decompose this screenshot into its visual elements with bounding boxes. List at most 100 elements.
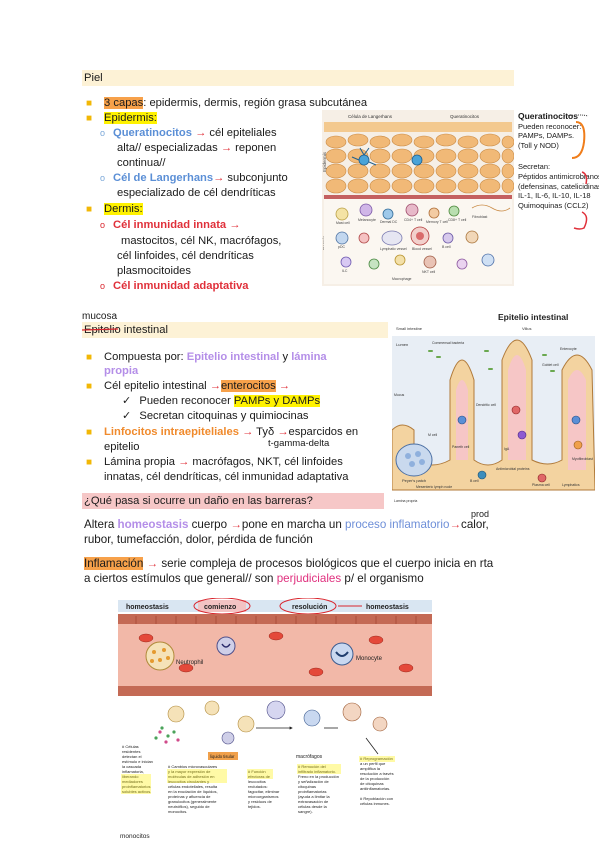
svg-text:de la producción: de la producción xyxy=(360,776,389,781)
svg-text:proinflamatorios: proinflamatorios xyxy=(122,784,150,789)
svg-text:Epidermis: Epidermis xyxy=(322,151,327,172)
svg-text:mediadores: mediadores xyxy=(122,779,143,784)
skin-side-notes: Queratinocitos Pueden reconocer: PAMPs, … xyxy=(518,111,599,210)
svg-text:Macrophage: Macrophage xyxy=(392,277,412,281)
svg-text:células endoteliales, resulta: células endoteliales, resulta xyxy=(168,784,218,789)
svg-text:antiinflamatorias.: antiinflamatorias. xyxy=(360,786,390,791)
svg-text:reclutados:: reclutados: xyxy=(248,784,268,789)
svg-text:Blood vessel: Blood vessel xyxy=(412,247,432,251)
svg-text:# Repoblación con: # Repoblación con xyxy=(360,796,393,801)
skin-diagram: Célula de Langerhans Queratinocitos Epid… xyxy=(322,110,514,286)
svg-text:y residuos de: y residuos de xyxy=(248,799,273,804)
svg-text:Mucus: Mucus xyxy=(394,393,405,397)
svg-text:Freno en la producción: Freno en la producción xyxy=(298,774,339,779)
svg-text:# Remoción del: # Remoción del xyxy=(298,764,326,769)
svg-text:ILC: ILC xyxy=(342,269,348,273)
bullet-dermis: ■Dermis: xyxy=(86,203,143,215)
svg-text:proinflamatorias: proinflamatorias xyxy=(298,789,326,794)
svg-text:Lumen: Lumen xyxy=(396,342,408,347)
intestine-diagram: Epitelio intestinal Small intestine Vill… xyxy=(392,310,595,510)
svg-text:Melanocyte: Melanocyte xyxy=(358,218,376,222)
svg-text:extravasación de: extravasación de xyxy=(298,799,329,804)
svg-text:Lymphatic vessel: Lymphatic vessel xyxy=(380,247,407,251)
svg-text:liquido tisular: liquido tisular xyxy=(210,754,235,759)
bullet-linfocitos-l2: epitelio xyxy=(104,441,140,453)
svg-text:leucocitos circulantes y: leucocitos circulantes y xyxy=(168,779,209,784)
section-title-piel: Piel xyxy=(84,72,103,84)
svg-text:# Función: # Función xyxy=(248,769,266,774)
svg-text:a un perfil que: a un perfil que xyxy=(360,761,386,766)
svg-text:pDC: pDC xyxy=(338,245,345,249)
svg-text:Villus: Villus xyxy=(522,326,532,331)
svg-text:Antimicrobial proteins: Antimicrobial proteins xyxy=(496,467,530,471)
svg-text:en la exudación de líquidos,: en la exudación de líquidos, xyxy=(168,789,218,794)
svg-text:Commensal bacteria: Commensal bacteria xyxy=(432,341,464,345)
svg-text:residentes: residentes xyxy=(122,749,140,754)
svg-text:la cascada: la cascada xyxy=(122,764,142,769)
svg-text:infiltrado inflamatorio.: infiltrado inflamatorio. xyxy=(298,769,336,774)
bullet-lamina: ■Lámina propia → macrófagos, NKT, cél li… xyxy=(86,456,343,468)
svg-text:células inmunes.: células inmunes. xyxy=(360,801,390,806)
svg-text:de citoquinas: de citoquinas xyxy=(360,781,384,786)
question-dano: ¿Qué pasa si ocurre un daño en las barre… xyxy=(84,495,313,507)
section-title-intestino: Epitelio intestinal xyxy=(84,324,168,336)
svg-text:B cell: B cell xyxy=(442,245,451,249)
svg-text:homeostasis: homeostasis xyxy=(366,604,409,611)
svg-text:NKT cell: NKT cell xyxy=(422,270,435,274)
svg-text:CD8+ T cell: CD8+ T cell xyxy=(448,218,466,222)
item-innata-l2: mastocitos, cél NK, macrófagos, xyxy=(121,235,282,247)
item-queratinocitos-l2: alta// especializadas → reponen xyxy=(117,142,277,154)
line-inflamacion-l2: a ciertos estímulos que general// son pe… xyxy=(84,572,424,585)
svg-text:neutrófilos), seguido de: neutrófilos), seguido de xyxy=(168,804,210,809)
svg-text:Goblet cell: Goblet cell xyxy=(542,363,559,367)
svg-text:monocitos: monocitos xyxy=(120,833,150,840)
line-inflamacion: Inflamación → serie compleja de procesos… xyxy=(84,557,494,570)
strike-mark xyxy=(81,328,119,331)
skin-brackets xyxy=(563,114,589,230)
note-tgd: t-gamma-delta xyxy=(268,438,330,449)
svg-text:Dendritic cell: Dendritic cell xyxy=(476,403,496,407)
question-highlight xyxy=(82,493,384,509)
svg-text:Myofibroblast: Myofibroblast xyxy=(572,457,593,461)
svg-text:Lymphatics: Lymphatics xyxy=(562,483,580,487)
svg-text:CD4+ T cell: CD4+ T cell xyxy=(404,218,422,222)
bullet-compuesta-l2: propia xyxy=(104,365,139,377)
svg-text:células desde la: células desde la xyxy=(298,804,327,809)
svg-text:# Cambios microvasculares: # Cambios microvasculares xyxy=(168,764,217,769)
line-rubor: rubor, tumefacción, dolor, pérdida de fu… xyxy=(84,533,313,546)
svg-text:tejidos.: tejidos. xyxy=(248,804,261,809)
svg-text:macrófagos: macrófagos xyxy=(296,754,323,760)
item-queratinocitos-l3: continua// xyxy=(117,157,166,169)
svg-text:homeostasis: homeostasis xyxy=(126,604,169,611)
section-header-piel xyxy=(82,70,514,86)
svg-text:estímulo e inician: estímulo e inician xyxy=(122,759,153,764)
item-innata-l3: cél linfoides, cél dendríticas xyxy=(117,250,254,262)
svg-text:(ayuda a limitar la: (ayuda a limitar la xyxy=(298,794,330,799)
line-altera: Altera homeostasis cuerpo →pone en march… xyxy=(84,518,489,531)
inflammation-diagram: homeostasis comienzo resolución homeosta… xyxy=(116,598,434,844)
svg-text:fagocitar, eliminar: fagocitar, eliminar xyxy=(248,789,280,794)
svg-text:IgA: IgA xyxy=(504,447,510,451)
svg-text:monocitos.: monocitos. xyxy=(168,809,187,814)
item-langerhans-l2: especializado de cél dendríticas xyxy=(117,187,276,199)
check-pamps: ✓Pueden reconocer PAMPs y DAMPs xyxy=(122,395,321,407)
bullet-compuesta: ■Compuesta por: Epitelio intestinal y lá… xyxy=(86,351,327,363)
svg-text:Enterocyte: Enterocyte xyxy=(560,347,577,351)
section-header-intestino xyxy=(82,322,388,338)
svg-text:liberando: liberando xyxy=(122,774,139,779)
svg-text:Plasma cell: Plasma cell xyxy=(532,483,550,487)
svg-text:inflamatoria,: inflamatoria, xyxy=(122,769,144,774)
svg-text:Fibroblast: Fibroblast xyxy=(472,215,487,219)
svg-text:sangre).: sangre). xyxy=(298,809,313,814)
svg-text:Neutrophil: Neutrophil xyxy=(176,660,203,666)
svg-text:Small intestine: Small intestine xyxy=(396,326,423,331)
svg-text:citoquinas: citoquinas xyxy=(298,784,316,789)
svg-text:granulocitos (generalmente: granulocitos (generalmente xyxy=(168,799,217,804)
label-mucosa: mucosa xyxy=(82,311,118,322)
svg-text:B cell: B cell xyxy=(470,479,479,483)
bullet-lamina-l2: innatas, cél dendríticas, cél inmunidad … xyxy=(104,471,349,483)
svg-text:y la mayor expresión de: y la mayor expresión de xyxy=(168,769,211,774)
